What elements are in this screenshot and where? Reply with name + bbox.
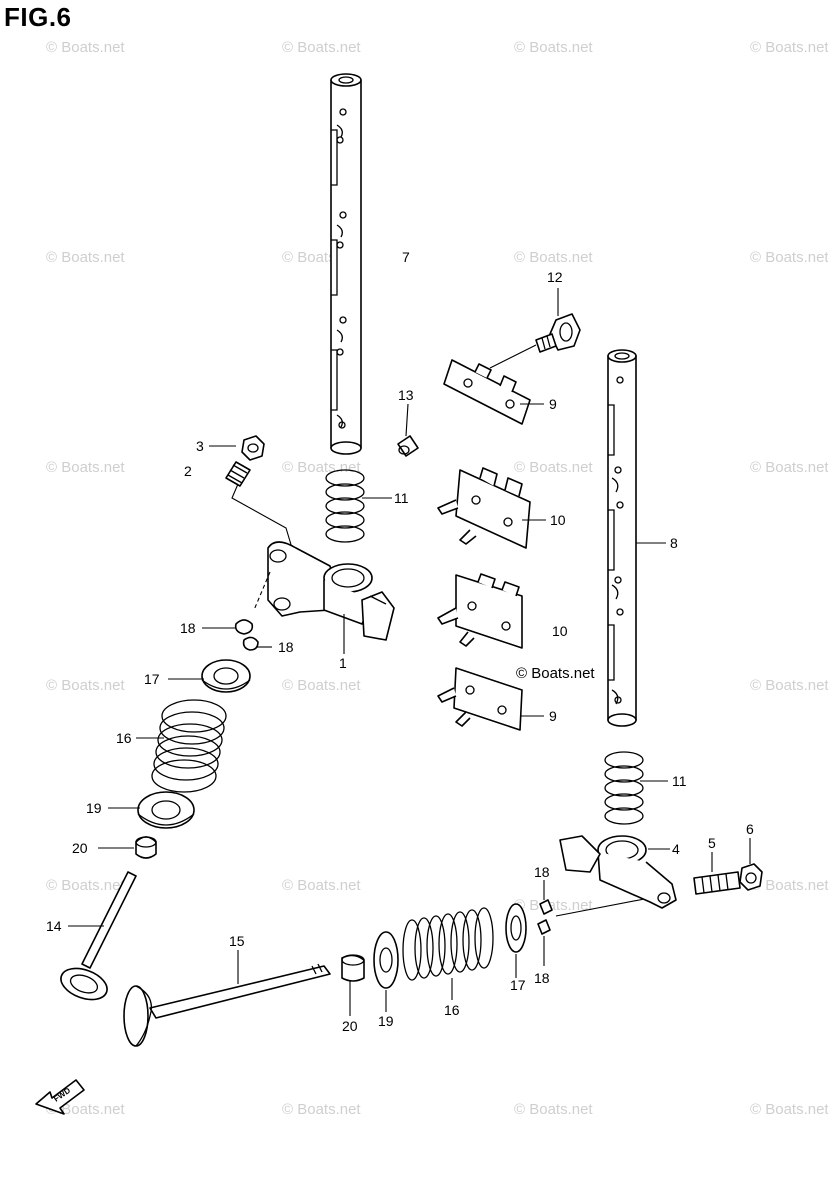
watermark-text: © Boats.net: [46, 459, 125, 476]
bolt-12: [535, 313, 581, 353]
callout-labels: 1 2 3 4 5 6 7 8 9 9 10 10 11 11 12 13 14…: [46, 249, 754, 1034]
callout-18-b: 18: [278, 639, 294, 655]
watermark-text: © Boats.net: [282, 459, 361, 476]
callout-2: 2: [184, 463, 192, 479]
watermark-layer: © Boats.net © Boats.net © Boats.net © Boats…: [46, 39, 828, 1118]
plate-10-upper: [437, 467, 531, 549]
callout-17-left: 17: [144, 671, 160, 687]
watermark-text: © Boats.net: [46, 249, 125, 266]
spring-seat-19-bottom: [373, 931, 399, 989]
callout-19-left: 19: [86, 800, 102, 816]
adjust-screw-5: [693, 871, 741, 895]
retainer-17-bottom: [505, 903, 527, 953]
rocker-shaft-lower: [607, 349, 637, 727]
watermark-text: © Boats.net: [750, 877, 828, 894]
callout-19-bottom: 19: [378, 1013, 394, 1029]
callout-11-lower: 11: [672, 773, 687, 789]
watermark-text: © Boats.net: [750, 1101, 828, 1118]
spring-11-lower: [604, 751, 644, 825]
callout-1: 1: [339, 655, 347, 671]
cotter-18-lower: [537, 899, 553, 935]
callout-17-bottom: 17: [510, 977, 526, 993]
valve-seal-20-left: [135, 836, 157, 859]
valve-spring-16-bottom: [402, 907, 494, 981]
adjust-screw-2: [225, 461, 251, 487]
callout-18-a: 18: [180, 620, 196, 636]
callout-13: 13: [398, 387, 414, 403]
valve-seal-20-bottom: [341, 954, 365, 982]
callout-20-bottom: 20: [342, 1018, 358, 1034]
valve-spring-16-left: [151, 699, 227, 793]
valve-14: [60, 871, 137, 1001]
callout-18-c: 18: [534, 864, 550, 880]
watermark-text: © Boats.net: [750, 249, 828, 266]
cotter-18-upper: [234, 619, 259, 651]
callout-11-upper: 11: [394, 490, 409, 506]
callout-15: 15: [229, 933, 245, 949]
callout-20-left: 20: [72, 840, 88, 856]
watermark-text: © Boats.net: [46, 1101, 125, 1118]
watermark-text: © Boats.net: [282, 677, 361, 694]
callout-4: 4: [672, 841, 680, 857]
nut-6: [739, 863, 763, 891]
callout-5: 5: [708, 835, 716, 851]
callout-16-left: 16: [116, 730, 132, 746]
watermark-text: © Boats.net: [46, 877, 125, 894]
spring-seat-19-left: [137, 791, 195, 829]
watermark-text: © Boats.net: [750, 39, 828, 56]
plate-9-lower: [437, 667, 523, 731]
watermark-text: © Boats.net: [514, 459, 593, 476]
watermark-text: © Boats.net: [46, 677, 125, 694]
callout-7: 7: [402, 249, 410, 265]
watermark-text: © Boats.net: [514, 249, 593, 266]
plate-9-upper: [443, 359, 531, 425]
callout-12: 12: [547, 269, 563, 285]
leader-lines: [68, 288, 751, 1016]
figure-title: FIG.6: [4, 2, 72, 32]
retainer-17-left: [201, 659, 251, 693]
watermark-text: © Boats.net: [282, 877, 361, 894]
callout-3: 3: [196, 438, 204, 454]
rocker-arm-4: [559, 835, 677, 909]
spring-11-upper: [325, 469, 365, 543]
watermark-text: © Boats.net: [750, 677, 828, 694]
watermark-text: © Boats.net: [514, 1101, 593, 1118]
watermark-text: © Boats.net: [282, 1101, 361, 1118]
watermark-text: © Boats.net: [514, 897, 593, 914]
callout-9-upper: 9: [549, 396, 557, 412]
valve-15: [123, 963, 331, 1047]
callout-14: 14: [46, 918, 62, 934]
callout-9-lower: 9: [549, 708, 557, 724]
watermark-text: © Boats.net: [282, 39, 361, 56]
watermark-dark: © Boats.net: [516, 665, 595, 682]
callout-16-bottom: 16: [444, 1002, 460, 1018]
callout-8: 8: [670, 535, 678, 551]
watermark-text: © Boats.net: [750, 459, 828, 476]
rocker-arm-1: [267, 541, 395, 641]
plate-10-lower: [437, 573, 523, 649]
rocker-shaft-upper: [330, 73, 362, 455]
watermark-text: © Boats.net: [46, 39, 125, 56]
nut-3: [241, 435, 265, 461]
pin-13: [397, 435, 419, 457]
callout-6: 6: [746, 821, 754, 837]
callout-10-upper: 10: [550, 512, 566, 528]
watermark-text: © Boats.net: [514, 39, 593, 56]
callout-10-lower: 10: [552, 623, 568, 639]
callout-18-d: 18: [534, 970, 550, 986]
